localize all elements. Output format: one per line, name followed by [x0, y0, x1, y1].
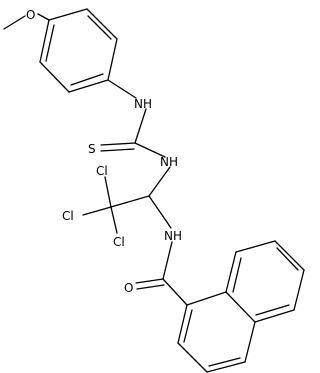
thiourea-nh-label: NH	[134, 97, 152, 111]
bond-o-aryl	[37, 13, 50, 21]
bond-co-naphthyl	[162, 278, 188, 306]
thiocarbonyl-sulfur-label: S	[88, 142, 96, 156]
bond-methyl-o	[3, 15, 26, 30]
structure-canvas: O NH S NH Cl Cl Cl NH O	[3, 8, 305, 373]
bond-c-s-1	[100, 142, 136, 146]
chloro-1-label: Cl	[96, 164, 108, 178]
carbonyl-oxygen-label: O	[124, 281, 133, 295]
bond-aryl-nh	[107, 79, 137, 99]
molecule-drawing: O NH S NH Cl Cl Cl NH O	[3, 8, 305, 373]
bond-c-cl1	[104, 176, 112, 208]
chloro-2-label: Cl	[62, 209, 74, 223]
bond-ch-nh	[148, 195, 172, 229]
bond-c-cl3	[110, 206, 118, 234]
bond-c-s-2	[100, 148, 135, 152]
bond-c-o-2	[136, 284, 165, 290]
amide-nh-label: NH	[164, 229, 182, 243]
methoxy-oxygen-label: O	[26, 8, 35, 22]
chloro-3-label: Cl	[113, 235, 125, 249]
bond-c-cl2	[82, 206, 112, 216]
naphthalene-ring	[177, 240, 305, 373]
methoxyphenyl-ring	[39, 8, 118, 93]
bond-nh-cs	[134, 108, 147, 144]
bond-cs-nh	[134, 142, 166, 158]
ethyl-nh-label: NH	[160, 155, 178, 169]
bond-nh-co	[162, 241, 173, 280]
bond-nh-ch	[148, 166, 171, 197]
bond-c-o-1	[135, 278, 164, 284]
bond-ch-ccl3	[110, 195, 150, 208]
